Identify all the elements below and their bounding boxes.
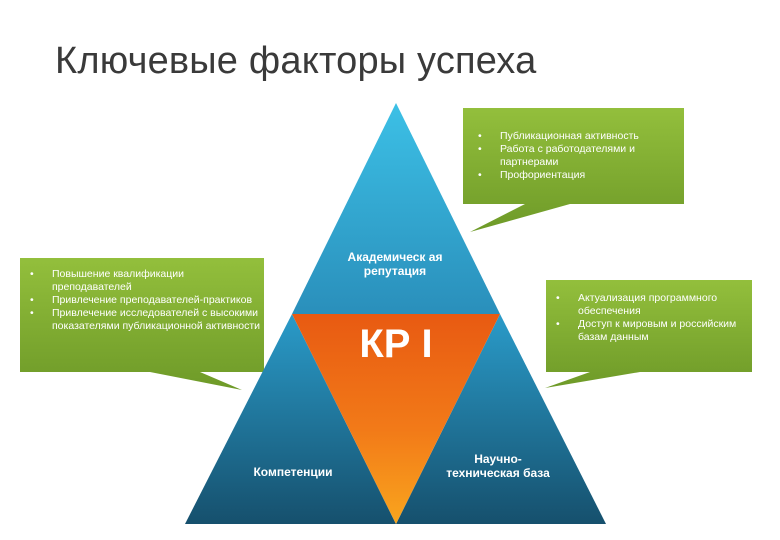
competencies-label: Компетенции [253, 465, 333, 479]
callout-left-item: Повышение квалификации преподавателей [30, 268, 262, 294]
triangle-right-segment [396, 314, 606, 524]
callout-left: Повышение квалификации преподавателей Пр… [30, 268, 262, 333]
callout-top: Публикационная активность Работа с работ… [478, 130, 678, 182]
callout-top-item: Профориентация [478, 169, 678, 182]
callout-left-item: Привлечение исследователей с высокими по… [30, 307, 262, 333]
callout-right-item: Актуализация программного обеспечения [556, 292, 746, 318]
callout-top-item: Работа с работодателями и партнерами [478, 143, 678, 169]
callout-top-item: Публикационная активность [478, 130, 678, 143]
callout-left-item: Привлечение преподавателей-практиков [30, 294, 262, 307]
triangle-top-segment [292, 103, 500, 314]
page-title: Ключевые факторы успеха [55, 40, 537, 82]
callout-right: Актуализация программного обеспечения До… [556, 292, 746, 344]
scientific-base-label: Научно-техническая база [446, 452, 550, 480]
triangle-left-segment [185, 314, 396, 524]
triangle-center-segment [292, 314, 500, 524]
kpi-label: КР І [359, 322, 433, 366]
callout-right-item: Доступ к мировым и российским базам данн… [556, 318, 746, 344]
academic-reputation-label: Академическ ая репутация [347, 250, 443, 278]
